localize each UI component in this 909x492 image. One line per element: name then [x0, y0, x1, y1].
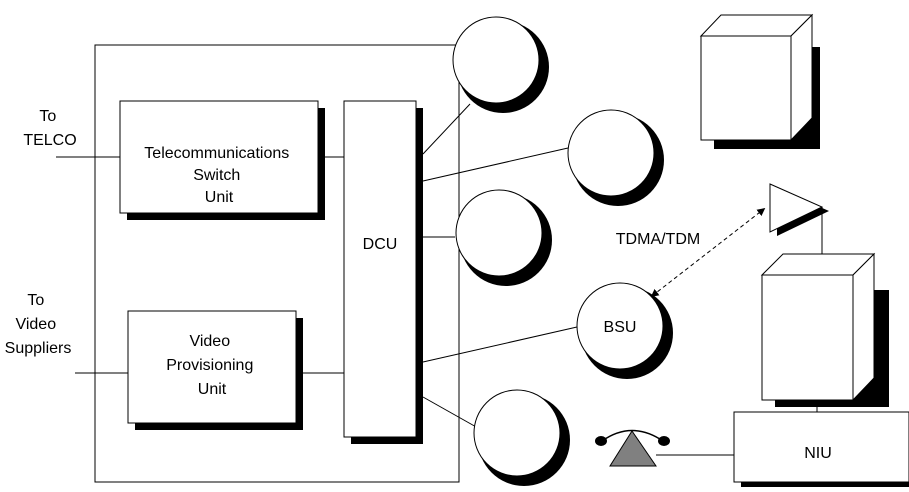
antenna-triangle	[769, 183, 829, 236]
video-provisioning-unit: Video Provisioning Unit	[127, 310, 303, 430]
telecom-switch-unit: Telecommunications Switch Unit	[119, 100, 325, 220]
tdma-tdm-link	[650, 208, 766, 297]
niu-box: NIU	[733, 411, 909, 487]
telephone-icon	[595, 429, 670, 467]
dcu-link-bsu	[422, 326, 578, 363]
tdma-tdm-label: TDMA/TDM	[616, 231, 700, 248]
node-circle-2	[567, 109, 664, 206]
dcu-link-1	[422, 103, 471, 155]
svg-text:DCU: DCU	[363, 236, 398, 253]
svg-text:Telecommunications Switc: Telecommunications Switch Unit	[144, 145, 293, 206]
svg-text:BSU: BSU	[604, 319, 637, 336]
node-circle-3	[455, 189, 552, 286]
to-video-suppliers-label: To Video Suppliers	[5, 292, 72, 357]
dcu-unit: DCU	[343, 100, 423, 444]
svg-text:Video Provisioning: Video Provisioning Unit	[166, 333, 258, 398]
svg-text:NIU: NIU	[804, 445, 832, 462]
node-circle-1	[452, 16, 549, 113]
top-right-cube	[699, 13, 820, 149]
head-end-enclosure	[94, 44, 460, 483]
dcu-link-2	[422, 147, 569, 182]
subscriber-cube	[760, 252, 889, 407]
dcu-link-5	[422, 396, 479, 429]
to-telco-label: To TELCO	[23, 108, 76, 149]
bsu-node: BSU	[576, 282, 673, 379]
node-circle-5	[473, 389, 570, 486]
